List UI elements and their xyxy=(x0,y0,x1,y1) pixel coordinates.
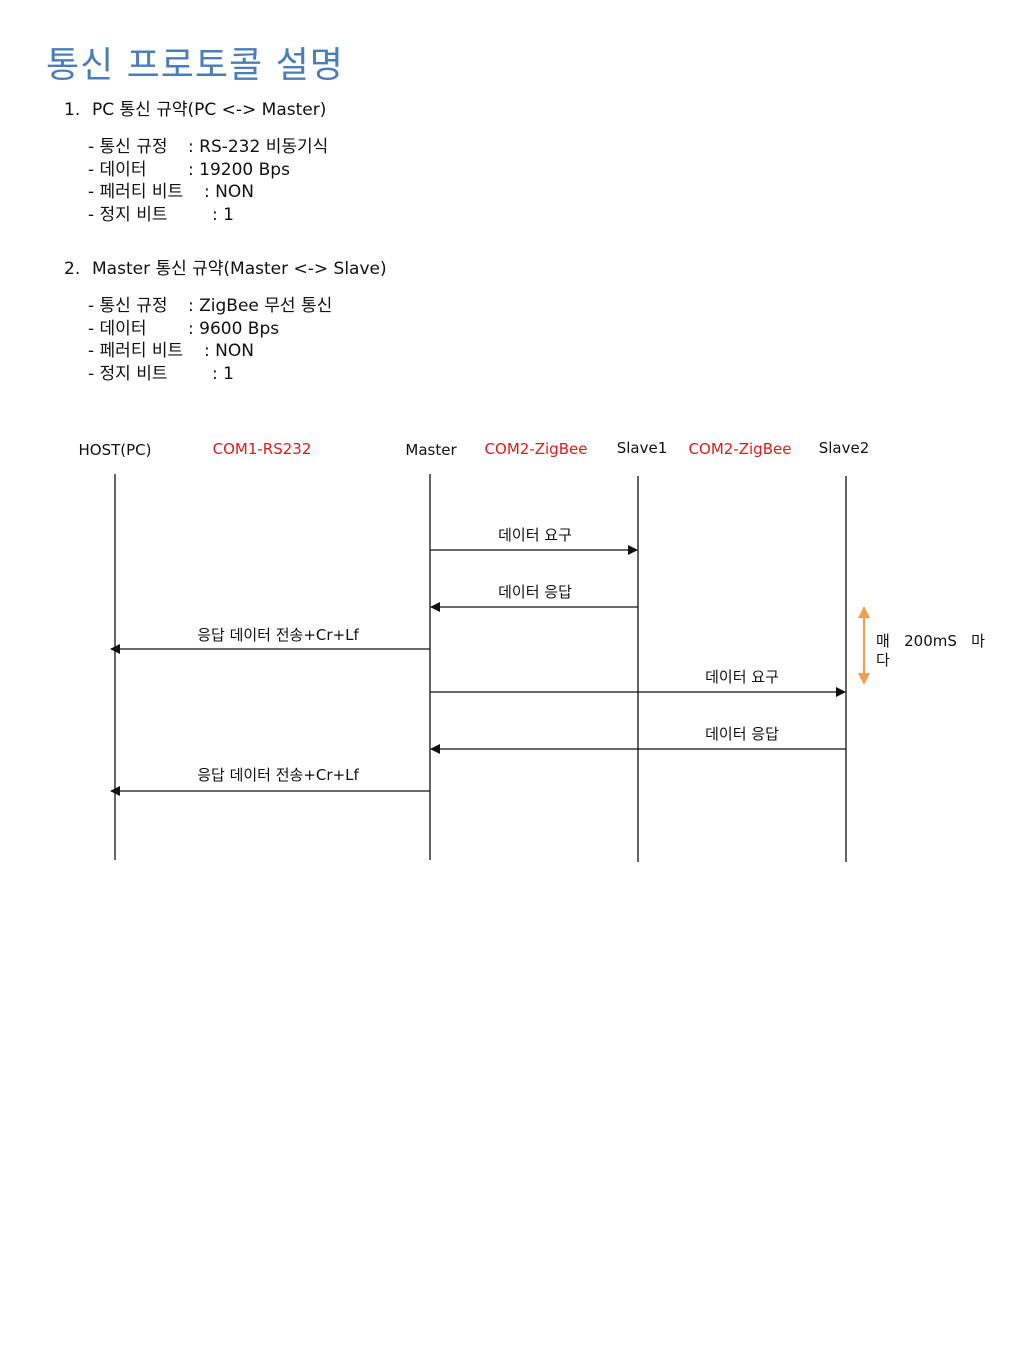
period-note-line1: 매 200mS 마 xyxy=(876,632,985,650)
spec-key: - 페러티 비트 xyxy=(88,182,184,202)
section-number: 1. xyxy=(64,100,81,120)
spec-row: - 통신 규정 : RS-232 비동기식 xyxy=(88,136,328,159)
spec-row: - 데이터 : 9600 Bps xyxy=(88,318,332,341)
spec-value: : NON xyxy=(204,341,254,361)
spec-key: - 정지 비트 xyxy=(88,363,168,384)
spec-value: : NON xyxy=(204,182,254,202)
spec-key: - 데이터 xyxy=(88,318,147,339)
message-label: 데이터 요구 xyxy=(705,668,779,686)
message-label: 데이터 요구 xyxy=(498,526,572,544)
period-note: 매 200mS 마 다 xyxy=(876,632,985,670)
spec-key: - 데이터 xyxy=(88,159,147,180)
spec-row: - 정지 비트 : 1 xyxy=(88,204,328,227)
spec-row: - 페러티 비트 : NON xyxy=(88,181,328,204)
message-label: 데이터 응답 xyxy=(705,725,779,743)
spec-row: - 정지 비트 : 1 xyxy=(88,363,332,386)
link-label-com2-slave1: COM2-ZigBee xyxy=(484,440,588,458)
spec-value: : 1 xyxy=(212,204,234,225)
spec-list-2: - 통신 규정 : ZigBee 무선 통신 - 데이터 : 9600 Bps - … xyxy=(88,295,332,385)
spec-value: : ZigBee 무선 통신 xyxy=(188,296,333,316)
message-label: 데이터 응답 xyxy=(498,583,572,601)
lane-label-host: HOST(PC) xyxy=(78,441,152,459)
lane-label-slave1: Slave1 xyxy=(616,439,668,457)
spec-value: : 9600 Bps xyxy=(188,318,280,339)
spec-key: - 페러티 비트 xyxy=(88,341,184,361)
spec-row: - 데이터 : 19200 Bps xyxy=(88,159,328,182)
section-title: PC 통신 규약(PC <-> Master) xyxy=(92,100,327,120)
lane-label-slave2: Slave2 xyxy=(818,439,870,457)
page-title: 통신 프로토콜 설명 xyxy=(46,45,344,86)
lane-label-master: Master xyxy=(405,441,457,459)
spec-value: : 19200 Bps xyxy=(188,159,290,180)
link-label-com1: COM1-RS232 xyxy=(212,440,312,458)
period-note-line2: 다 xyxy=(876,651,890,669)
section-heading-1: 1. PC 통신 규약(PC <-> Master) xyxy=(64,95,326,120)
spec-key: - 정지 비트 xyxy=(88,204,168,225)
spec-list-1: - 통신 규정 : RS-232 비동기식 - 데이터 : 19200 Bps - … xyxy=(88,136,328,226)
section-heading-2: 2. Master 통신 규약(Master <-> Slave) xyxy=(64,254,387,279)
spec-row: - 통신 규정 : ZigBee 무선 통신 xyxy=(88,295,332,318)
section-title: Master 통신 규약(Master <-> Slave) xyxy=(92,259,387,279)
link-label-com2-slave2: COM2-ZigBee xyxy=(688,440,792,458)
spec-value: : RS-232 비동기식 xyxy=(188,137,329,157)
spec-value: : 1 xyxy=(212,363,234,384)
spec-key: - 통신 규정 xyxy=(88,137,168,157)
spec-row: - 페러티 비트 : NON xyxy=(88,340,332,363)
message-label: 응답 데이터 전송+Cr+Lf xyxy=(197,766,359,784)
spec-key: - 통신 규정 xyxy=(88,296,168,316)
message-label: 응답 데이터 전송+Cr+Lf xyxy=(197,626,359,644)
section-number: 2. xyxy=(64,259,81,279)
